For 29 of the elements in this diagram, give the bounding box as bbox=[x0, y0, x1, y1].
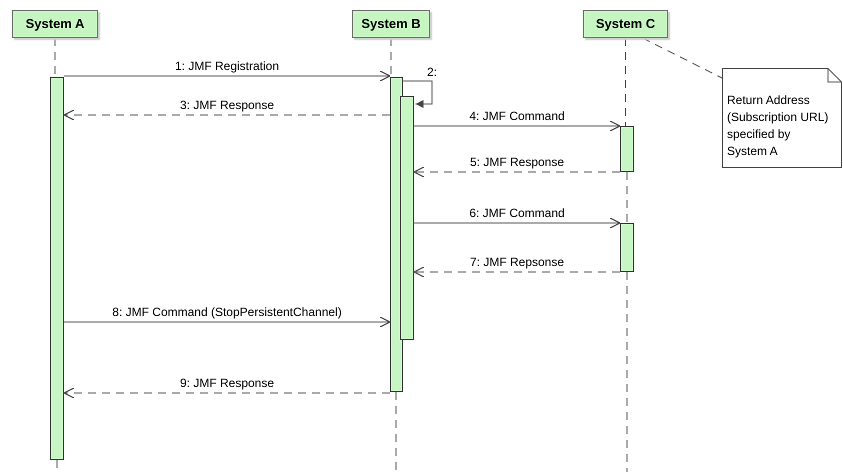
activation-bar bbox=[50, 77, 64, 460]
lifeline-header: System A bbox=[12, 10, 98, 38]
return-arrow bbox=[413, 166, 620, 178]
lifeline-header: System B bbox=[352, 10, 430, 38]
edge-label: 4: JMF Command bbox=[467, 109, 567, 123]
return-arrow bbox=[63, 109, 390, 121]
edge-label: 9: JMF Response bbox=[178, 376, 276, 390]
return-arrow bbox=[63, 387, 390, 399]
message-arrow bbox=[414, 217, 621, 229]
edge-label: 6: JMF Command bbox=[467, 206, 567, 220]
message-arrow bbox=[64, 316, 391, 328]
lifeline bbox=[625, 38, 626, 126]
self-message-arrow bbox=[402, 80, 432, 108]
note bbox=[722, 68, 842, 168]
lifeline-header: System C bbox=[583, 10, 668, 38]
lifeline bbox=[626, 172, 628, 224]
note-connector bbox=[642, 38, 722, 78]
edge-label: 1: JMF Registration bbox=[172, 59, 282, 73]
activation-bar bbox=[400, 96, 414, 340]
edge-label: 3: JMF Response bbox=[178, 98, 276, 112]
return-arrow bbox=[413, 266, 620, 278]
message-arrow bbox=[414, 120, 621, 132]
activation-bar bbox=[620, 126, 634, 172]
activation-bar bbox=[620, 223, 634, 272]
message-arrow bbox=[64, 70, 391, 82]
edge-label: 7: JMF Repsonse bbox=[468, 255, 566, 269]
edge-label: 5: JMF Response bbox=[468, 155, 566, 169]
note-text: Return Address (Subscription URL) specified by System A bbox=[727, 92, 830, 160]
edge-label: 8: JMF Command (StopPersistentChannel) bbox=[110, 305, 344, 319]
